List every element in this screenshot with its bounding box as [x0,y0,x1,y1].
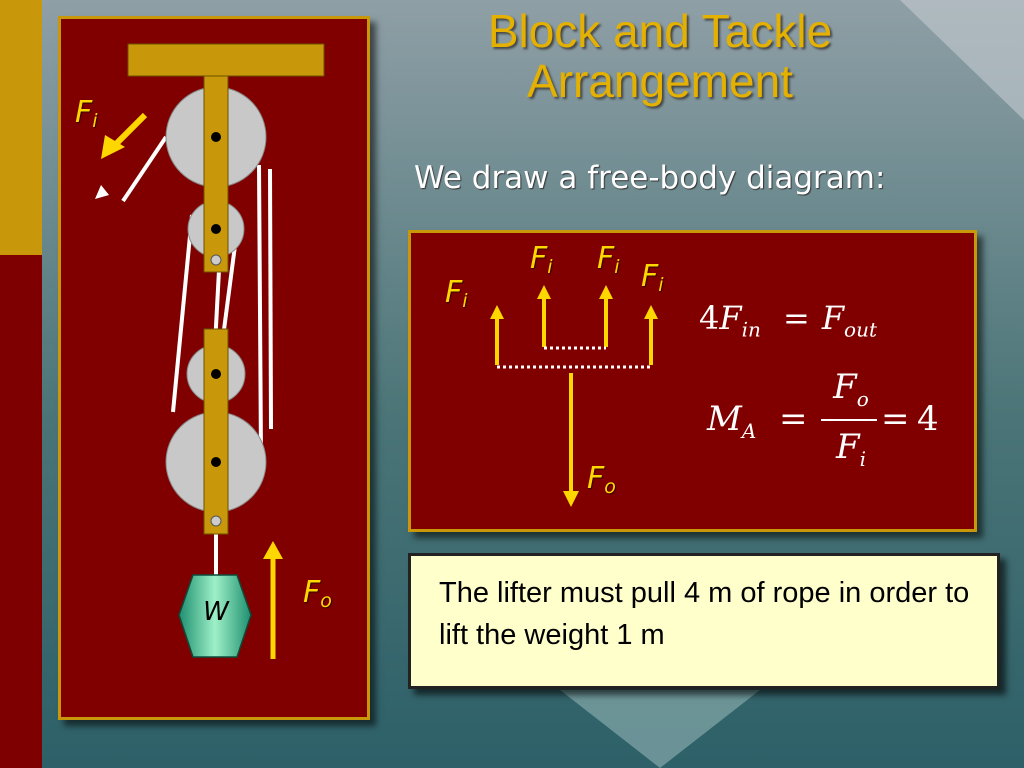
free-body-drawing [490,285,658,507]
ceiling-beam [127,43,325,77]
output-force-subscript: o [320,590,332,612]
eq1-operator: = [783,299,810,337]
fbd-force-label-4: Fi [641,259,664,296]
output-force-symbol: F [303,575,321,610]
eq2-lhs-subscript: A [741,418,757,443]
lower-large-axle [211,457,221,467]
input-force-label: Fi [75,95,98,132]
subtitle: We draw a free-body diagram: [414,160,886,196]
fbd-force-label-3: Fi [597,241,620,278]
eq2-value: 4 [917,399,939,439]
output-force-arrow-head [263,541,283,559]
fbd-force-label-2: Fi [530,241,553,278]
eq2-denominator: Fi [827,427,875,471]
upper-large-axle [211,132,221,142]
upper-small-axle [211,224,221,234]
title-line-2: Arrangement [527,55,793,107]
lower-block-bracket [203,328,229,535]
eq2-operator-2: = [881,399,910,439]
eq2-operator-1: = [779,399,808,439]
input-force-arrow-head [101,135,125,159]
equation-ma: MA [707,399,756,443]
eq2-fraction-bar [821,419,877,421]
eq1-coefficient: 4 [699,299,720,337]
pulley-panel: Fi Fo W [58,16,370,720]
fbd-force-label-1: Fi [445,275,468,312]
fbd-force-arrows [495,297,653,493]
eq2-num-symbol: F [833,367,857,407]
eq1-rhs-symbol: F [821,299,845,337]
equation-work: 4Fin =Fout [699,299,877,341]
eq1-lhs-symbol: F [719,299,742,337]
slide-title: Block and Tackle Arrangement [380,6,940,106]
weight-label: W [203,597,229,627]
upper-hook [210,254,222,266]
fbd-dotted-bars [497,346,651,369]
eq1-lhs-subscript: in [741,317,761,342]
rope-end-arrow-head [95,185,109,199]
input-force-subscript: i [92,110,98,132]
eq2-lhs-symbol: M [707,399,742,439]
fbd-output-label: Fo [587,461,616,498]
eq2-numerator: Fo [827,367,875,411]
pulley-drawing [95,43,325,659]
left-accent-gold [0,0,42,255]
title-line-1: Block and Tackle [487,5,833,57]
lower-hook [210,515,222,527]
free-body-panel: Fi Fi Fi Fi Fo 4Fin =Fout MA = Fo Fi = 4 [408,230,977,532]
eq2-num-subscript: o [856,386,869,411]
input-force-arrow-shaft [110,112,148,150]
lower-small-axle [211,369,221,379]
weight-hexagon [178,574,252,658]
input-force-symbol: F [75,95,93,130]
note-text: The lifter must pull 4 m of rope in orde… [439,577,970,651]
eq2-den-symbol: F [836,427,860,467]
output-force-label: Fo [303,575,332,612]
eq2-den-subscript: i [859,446,866,471]
eq1-rhs-subscript: out [844,317,877,342]
note-box: The lifter must pull 4 m of rope in orde… [408,553,1000,689]
upper-block-bracket [203,75,229,273]
fbd-arrow-heads [490,285,658,507]
